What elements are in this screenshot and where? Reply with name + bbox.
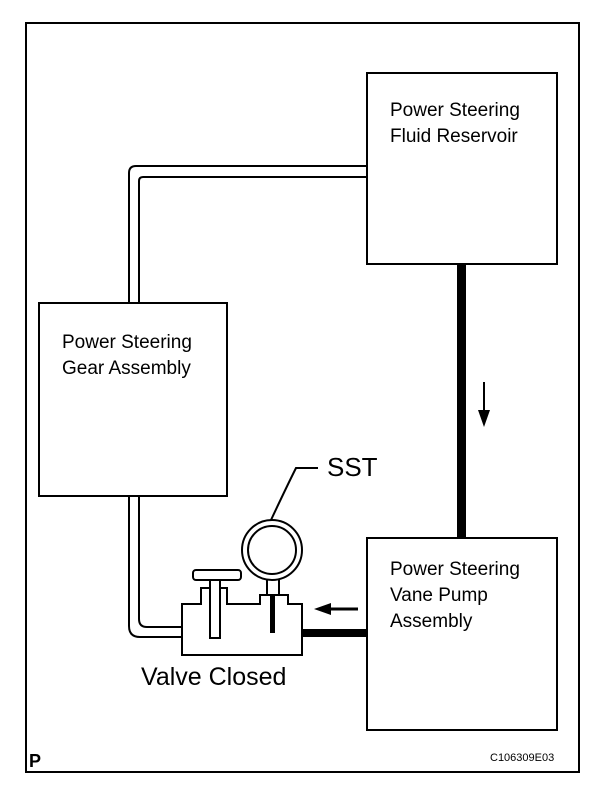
diagram-frame: [25, 22, 580, 773]
gear-assembly-label: Power Steering Gear Assembly: [62, 332, 192, 379]
tester-body: [181, 584, 303, 656]
valve-closed-label: Valve Closed: [141, 663, 287, 691]
corner-letter: P: [29, 751, 42, 771]
sst-label: SST: [327, 452, 378, 482]
valve-handle: [192, 569, 242, 639]
left-arrow: [314, 603, 358, 615]
fluid-reservoir-box: Power Steering Fluid Reservoir: [366, 72, 558, 265]
pressure-gauge: [241, 519, 303, 581]
supply-line: [457, 265, 466, 537]
fluid-reservoir-label: Power Steering Fluid Reservoir: [390, 100, 520, 147]
down-arrow: [478, 382, 490, 427]
vane-pump-box: Power Steering Vane Pump Assembly: [366, 537, 558, 731]
figure-code: C106309E03: [490, 752, 555, 764]
sst-leader-line: [270, 467, 318, 521]
gear-assembly-box: Power Steering Gear Assembly: [38, 302, 228, 497]
vane-pump-label: Power Steering Vane Pump Assembly: [390, 559, 520, 632]
